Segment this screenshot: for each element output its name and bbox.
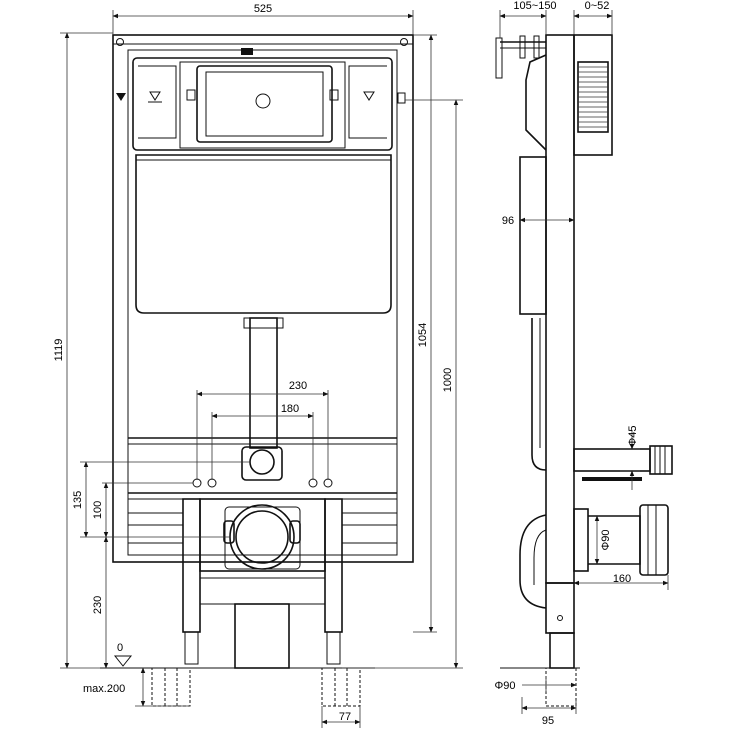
dim-pipe-phi45: Φ45	[627, 425, 639, 446]
mount-hole-left	[116, 38, 124, 46]
dim-depth-96: 96	[502, 215, 514, 227]
leg-left	[182, 498, 201, 633]
cistern-profile	[525, 54, 547, 151]
front-view: 525 1119 1054 1000 230 180 135	[53, 3, 463, 728]
mount-plate	[545, 34, 575, 584]
dim-spacing-230: 230	[289, 380, 307, 392]
flush-plate-box	[573, 34, 613, 156]
side-adjustable-foot	[545, 667, 577, 707]
flush-valve-icon	[255, 93, 271, 109]
dim-height-1054: 1054	[417, 323, 429, 347]
side-view: 105~150 0~52 96 Φ45 Φ90 160 Φ90 95	[494, 0, 673, 727]
frame-outline	[112, 34, 414, 563]
bolt-hole	[207, 478, 217, 488]
bolt-hole	[308, 478, 318, 488]
level-zero-icon	[113, 655, 133, 667]
support-rod	[582, 477, 642, 481]
bolt-hole	[192, 478, 202, 488]
dim-spacing-180: 180	[281, 403, 299, 415]
water-inlet-icon	[249, 449, 275, 475]
dim-length-160: 160	[613, 573, 631, 585]
actuator-grooves	[578, 66, 608, 128]
adjustable-foot-right	[321, 667, 361, 707]
adjustable-foot-left	[151, 667, 191, 707]
inlet-pipe	[573, 448, 651, 472]
side-tab-left	[116, 93, 126, 101]
dim-height-total: 1119	[53, 339, 65, 362]
down-pipe-profile	[531, 318, 547, 471]
flush-plate-frame	[179, 61, 346, 149]
leg-right	[324, 498, 343, 633]
top-clip	[241, 48, 253, 55]
drain-elbow	[519, 514, 547, 609]
dim-adjust-max: max.200	[83, 683, 125, 695]
dim-height-230: 230	[92, 596, 104, 614]
flush-opening	[196, 65, 333, 143]
side-leg	[545, 582, 575, 634]
dim-offset-range: 0~52	[585, 0, 610, 12]
dim-depth-range: 105~150	[513, 0, 556, 12]
mount-hole-right	[400, 38, 408, 46]
drain-connector	[573, 508, 589, 572]
dim-width-total: 525	[254, 3, 272, 15]
dim-bottom-95: 95	[542, 715, 554, 727]
drain-pipe-stub	[234, 603, 290, 669]
down-pipe	[249, 317, 278, 449]
bolt-hole	[323, 478, 333, 488]
dim-leg-width: 77	[339, 711, 351, 723]
dim-pipe-phi90: Φ90	[600, 529, 612, 550]
dim-bottom-phi90: Φ90	[494, 680, 515, 692]
drain-outlet-icon	[229, 504, 295, 570]
level-mark-left	[149, 91, 161, 101]
cistern-top	[132, 57, 393, 151]
dim-level-zero: 0	[117, 642, 123, 654]
dim-height-1000: 1000	[442, 368, 454, 392]
water-inlet-bracket	[241, 446, 283, 481]
drain-bracket	[199, 498, 326, 572]
cistern-tank	[135, 154, 392, 314]
frame-inner	[127, 49, 398, 556]
dim-height-135: 135	[72, 491, 84, 509]
level-mark-right	[363, 91, 375, 101]
dim-height-100: 100	[92, 501, 104, 519]
